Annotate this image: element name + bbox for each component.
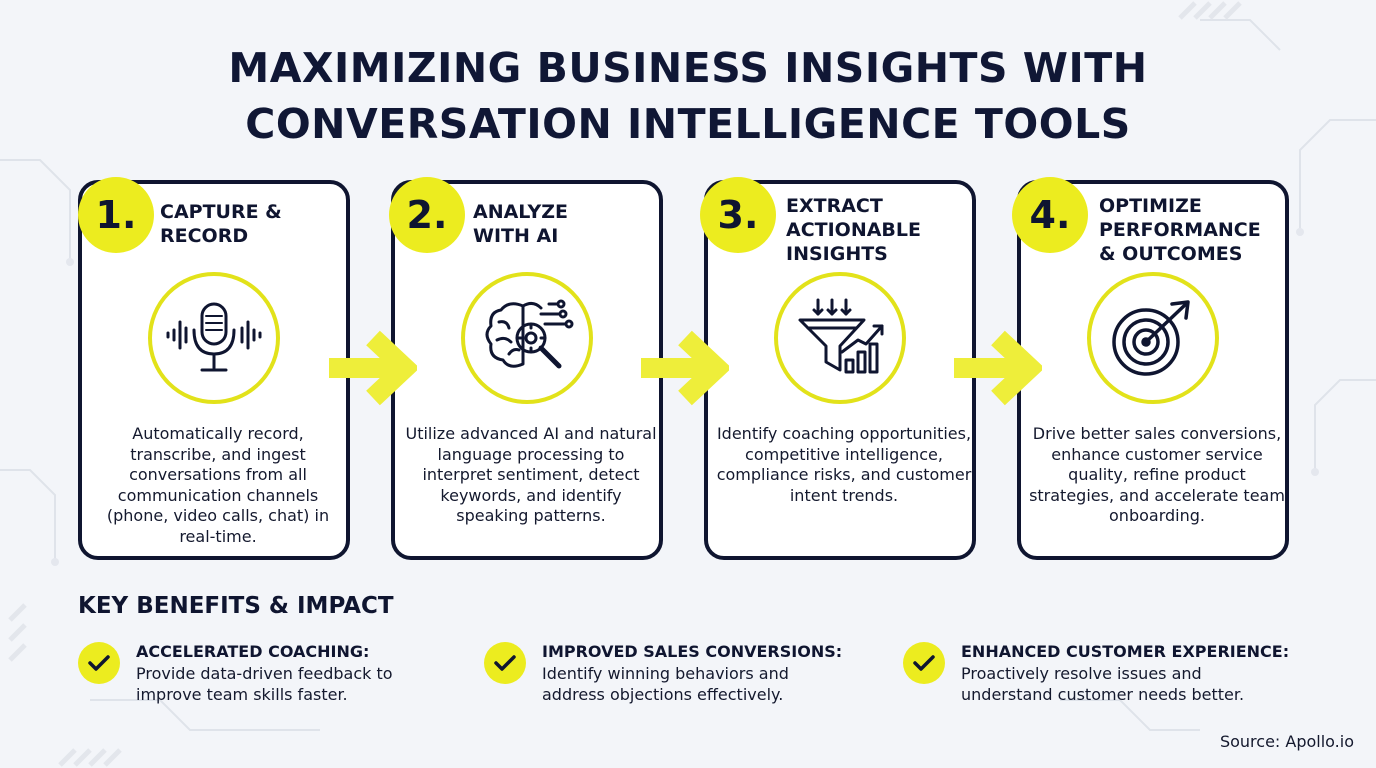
benefit-2-text: Identify winning behaviors and address o… <box>542 664 789 704</box>
step-4-card: OPTIMIZE PERFORMANCE & OUTCOMES Drive be… <box>1017 180 1289 560</box>
step-1-icon-ring <box>148 272 280 404</box>
step-3-title: EXTRACT ACTIONABLE INSIGHTS <box>786 195 922 265</box>
flow-arrow-3 <box>954 330 1042 406</box>
checkmark-icon <box>903 642 945 684</box>
step-3-number-badge: 3. <box>700 177 776 253</box>
benefit-1-text: Provide data-driven feedback to improve … <box>136 664 393 704</box>
step-2-icon-ring <box>461 272 593 404</box>
brain-ai-magnifier-icon <box>485 299 574 369</box>
step-2-description: Utilize advanced AI and natural language… <box>405 424 657 525</box>
step-2-title: ANALYZE WITH AI <box>473 201 568 247</box>
page-title: MAXIMIZING BUSINESS INSIGHTS WITH CONVER… <box>0 40 1376 152</box>
target-arrow-icon <box>1112 300 1190 376</box>
checkmark-icon <box>484 642 526 684</box>
step-1-description: Automatically record, transcribe, and in… <box>106 424 330 546</box>
microphone-soundwave-icon <box>166 302 262 372</box>
benefit-1-heading: ACCELERATED COACHING: <box>136 642 370 661</box>
step-4-icon-ring <box>1087 272 1219 404</box>
step-1-title: CAPTURE & RECORD <box>160 201 282 247</box>
step-4-number-badge: 4. <box>1012 177 1088 253</box>
source-citation: Source: Apollo.io <box>1219 732 1354 751</box>
step-2-number-badge: 2. <box>389 177 465 253</box>
page-title-line-2: CONVERSATION INTELLIGENCE TOOLS <box>245 100 1131 148</box>
checkmark-icon <box>78 642 120 684</box>
step-4-description: Drive better sales conversions, enhance … <box>1029 424 1285 525</box>
step-3-description: Identify coaching opportunities, competi… <box>716 424 972 505</box>
benefits-section-title: KEY BENEFITS & IMPACT <box>78 593 394 619</box>
benefit-2-heading: IMPROVED SALES CONVERSIONS: <box>542 642 843 661</box>
step-4-title: OPTIMIZE PERFORMANCE & OUTCOMES <box>1099 195 1261 265</box>
step-1-number-badge: 1. <box>78 177 154 253</box>
funnel-chart-icon <box>798 298 884 374</box>
flow-arrow-1 <box>329 330 417 406</box>
page-title-line-1: MAXIMIZING BUSINESS INSIGHTS WITH <box>228 44 1148 92</box>
benefit-3-text: Proactively resolve issues and understan… <box>961 664 1245 704</box>
benefit-3-heading: ENHANCED CUSTOMER EXPERIENCE: <box>961 642 1290 661</box>
flow-arrow-2 <box>641 330 729 406</box>
step-3-icon-ring <box>774 272 906 404</box>
